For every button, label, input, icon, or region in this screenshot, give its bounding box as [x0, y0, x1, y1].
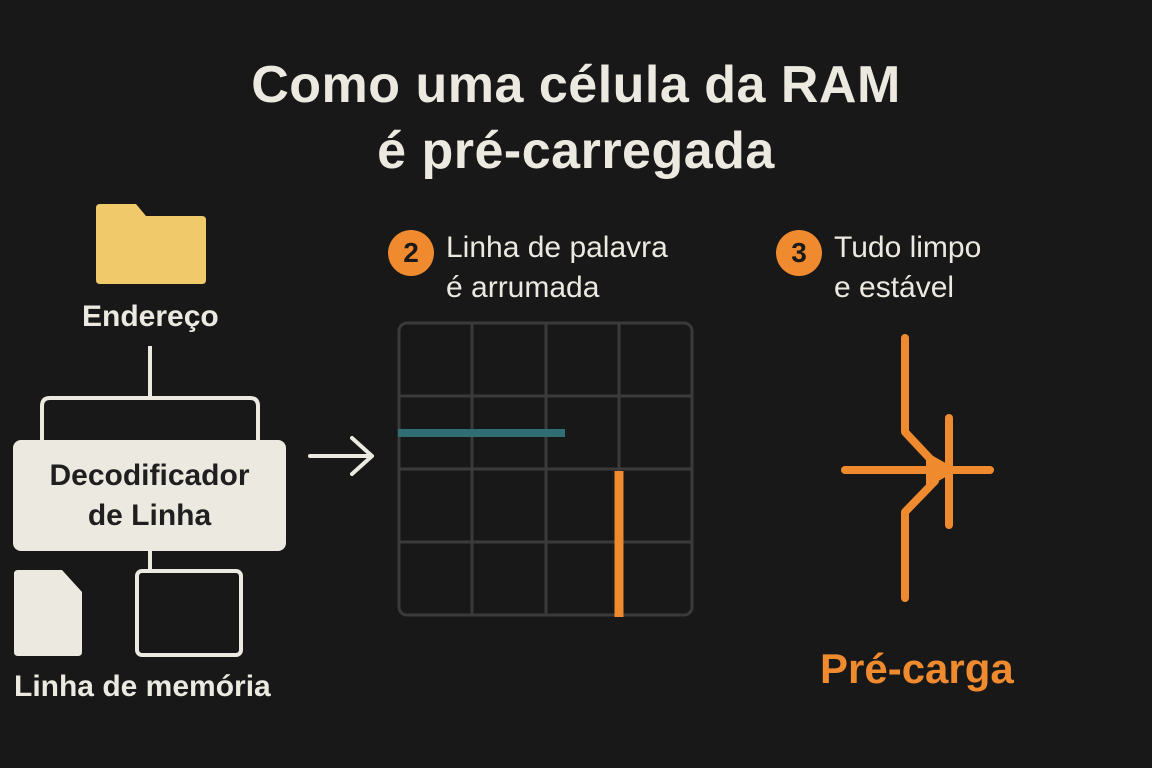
decoder-label-line-2: de Linha	[87, 498, 212, 532]
step-3-line-2: e estável	[834, 271, 955, 304]
step-2-badge: 2	[388, 230, 434, 276]
step-3-text: Tudo limpo e estável	[834, 228, 981, 308]
address-label: Endereço	[82, 300, 219, 333]
title-line-1: Como uma célula da RAM	[251, 56, 901, 114]
address-connector	[40, 346, 260, 440]
arrow-right-icon	[308, 436, 374, 476]
memory-box	[135, 569, 243, 657]
step-2-line-1: Linha de palavra	[446, 231, 668, 264]
step-2-line-2: é arrumada	[446, 271, 600, 304]
document-icon	[14, 570, 82, 656]
row-decoder-box: Decodificador de Linha	[13, 440, 286, 551]
step-3-line-1: Tudo limpo	[834, 231, 982, 264]
step-2: 2 Linha de palavra é arrumada	[388, 228, 668, 308]
folder-icon	[96, 204, 206, 284]
step-3-badge: 3	[776, 230, 822, 276]
transistor-arrow	[926, 452, 958, 488]
transistor-icon	[841, 334, 994, 602]
page-title: Como uma célula da RAM é pré-carregada	[0, 52, 1152, 184]
memory-grid	[397, 321, 694, 617]
decoder-label-line-1: Decodificador	[49, 458, 250, 492]
memory-line-label: Linha de memória	[14, 670, 271, 703]
title-line-2: é pré-carregada	[377, 122, 775, 180]
precharge-label: Pré-carga	[820, 645, 1014, 692]
step-3: 3 Tudo limpo e estável	[776, 228, 981, 308]
step-2-text: Linha de palavra é arrumada	[446, 228, 668, 308]
